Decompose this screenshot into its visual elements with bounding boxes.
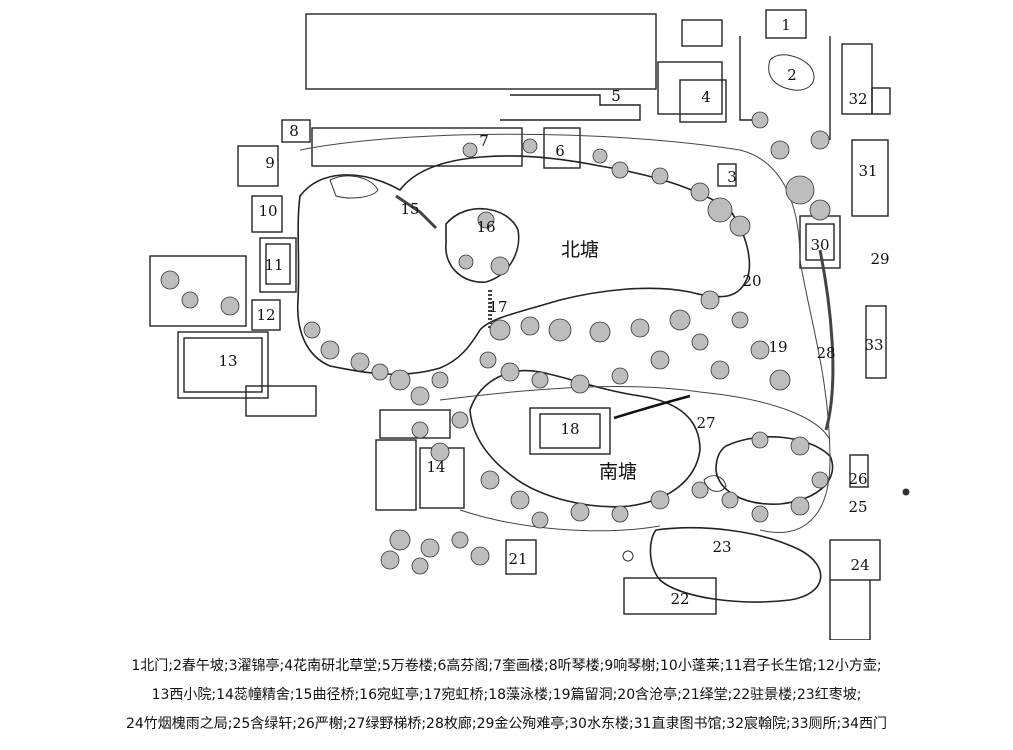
legend: 1北门;2春午坡;3濯锦亭;4花南研北草堂;5万卷楼;6高芬阁;7奎画楼;8听琴… (0, 652, 1013, 739)
site-26: 26 (848, 470, 867, 488)
site-30: 30 (810, 236, 829, 254)
building-31 (851, 139, 889, 217)
building-18 (529, 407, 611, 455)
site-5: 5 (611, 87, 621, 105)
garden-plan-map: 北塘 南塘 1 2 3 4 5 6 7 8 9 10 11 12 13 14 1… (149, 9, 910, 640)
west-courtyard (149, 255, 247, 327)
site-6: 6 (555, 142, 565, 160)
building-32 (841, 43, 873, 115)
site-4: 4 (701, 88, 711, 106)
site-8: 8 (289, 122, 299, 140)
site-7: 7 (479, 132, 489, 150)
rock-2 (768, 54, 815, 91)
building-21 (505, 539, 537, 575)
building-22 (623, 577, 717, 615)
jujube-slope-23 (649, 526, 822, 603)
bridge-15 (395, 194, 438, 230)
north-pond-label: 北塘 (561, 239, 599, 261)
vegetation (160, 111, 831, 575)
building-24 (829, 539, 881, 581)
building-4 (679, 79, 727, 123)
building-9 (237, 145, 279, 187)
site-3: 3 (727, 168, 737, 186)
site-10: 10 (258, 202, 277, 220)
building-8 (281, 119, 311, 143)
site-29: 29 (870, 250, 889, 268)
site-28: 28 (816, 344, 835, 362)
site-22: 22 (670, 590, 689, 608)
building-7-row (311, 127, 523, 167)
legend-line: 1北门;2春午坡;3濯锦亭;4花南研北草堂;5万卷楼;6高芬阁;7奎画楼;8听琴… (131, 658, 882, 674)
building-12 (251, 299, 281, 331)
island-16 (445, 208, 520, 283)
site-25: 25 (848, 498, 867, 516)
north-gate (765, 9, 807, 39)
north-pond (296, 155, 751, 376)
site-14: 14 (426, 458, 445, 476)
building-10 (251, 195, 283, 233)
site-24: 24 (850, 556, 869, 574)
building-33 (865, 305, 887, 379)
building-11 (259, 237, 297, 293)
site-23: 23 (712, 538, 731, 556)
site-32: 32 (848, 90, 867, 108)
building-14-left (375, 439, 417, 511)
site-21: 21 (508, 550, 527, 568)
south-pond-label: 南塘 (599, 461, 637, 483)
site-31: 31 (858, 162, 877, 180)
site-18: 18 (560, 420, 579, 438)
legend-line: 13西小院;14蕊幢精舍;15曲径桥;16宛虹亭;17宛虹桥;18藻泳楼;19篇… (151, 687, 862, 703)
site-16: 16 (476, 218, 495, 236)
site-17: 17 (488, 298, 507, 316)
site-11: 11 (264, 256, 283, 274)
legend-line: 24竹烟槐雨之局;25含绿轩;26严榭;27绿野梯桥;28枚廊;29金公殉难亭;… (125, 716, 888, 732)
site-19: 19 (768, 338, 787, 356)
building-13 (177, 331, 269, 399)
site-33: 33 (864, 336, 883, 354)
site-12: 12 (256, 306, 275, 324)
site-15: 15 (400, 200, 419, 218)
top-building (305, 13, 657, 90)
site-13: 13 (218, 352, 237, 370)
site-2: 2 (787, 66, 797, 84)
building-6 (543, 127, 581, 169)
site-27: 27 (696, 414, 715, 432)
site-9: 9 (265, 154, 275, 172)
site-20: 20 (742, 272, 761, 290)
pavilion-3 (717, 163, 737, 187)
site-1: 1 (781, 16, 791, 34)
